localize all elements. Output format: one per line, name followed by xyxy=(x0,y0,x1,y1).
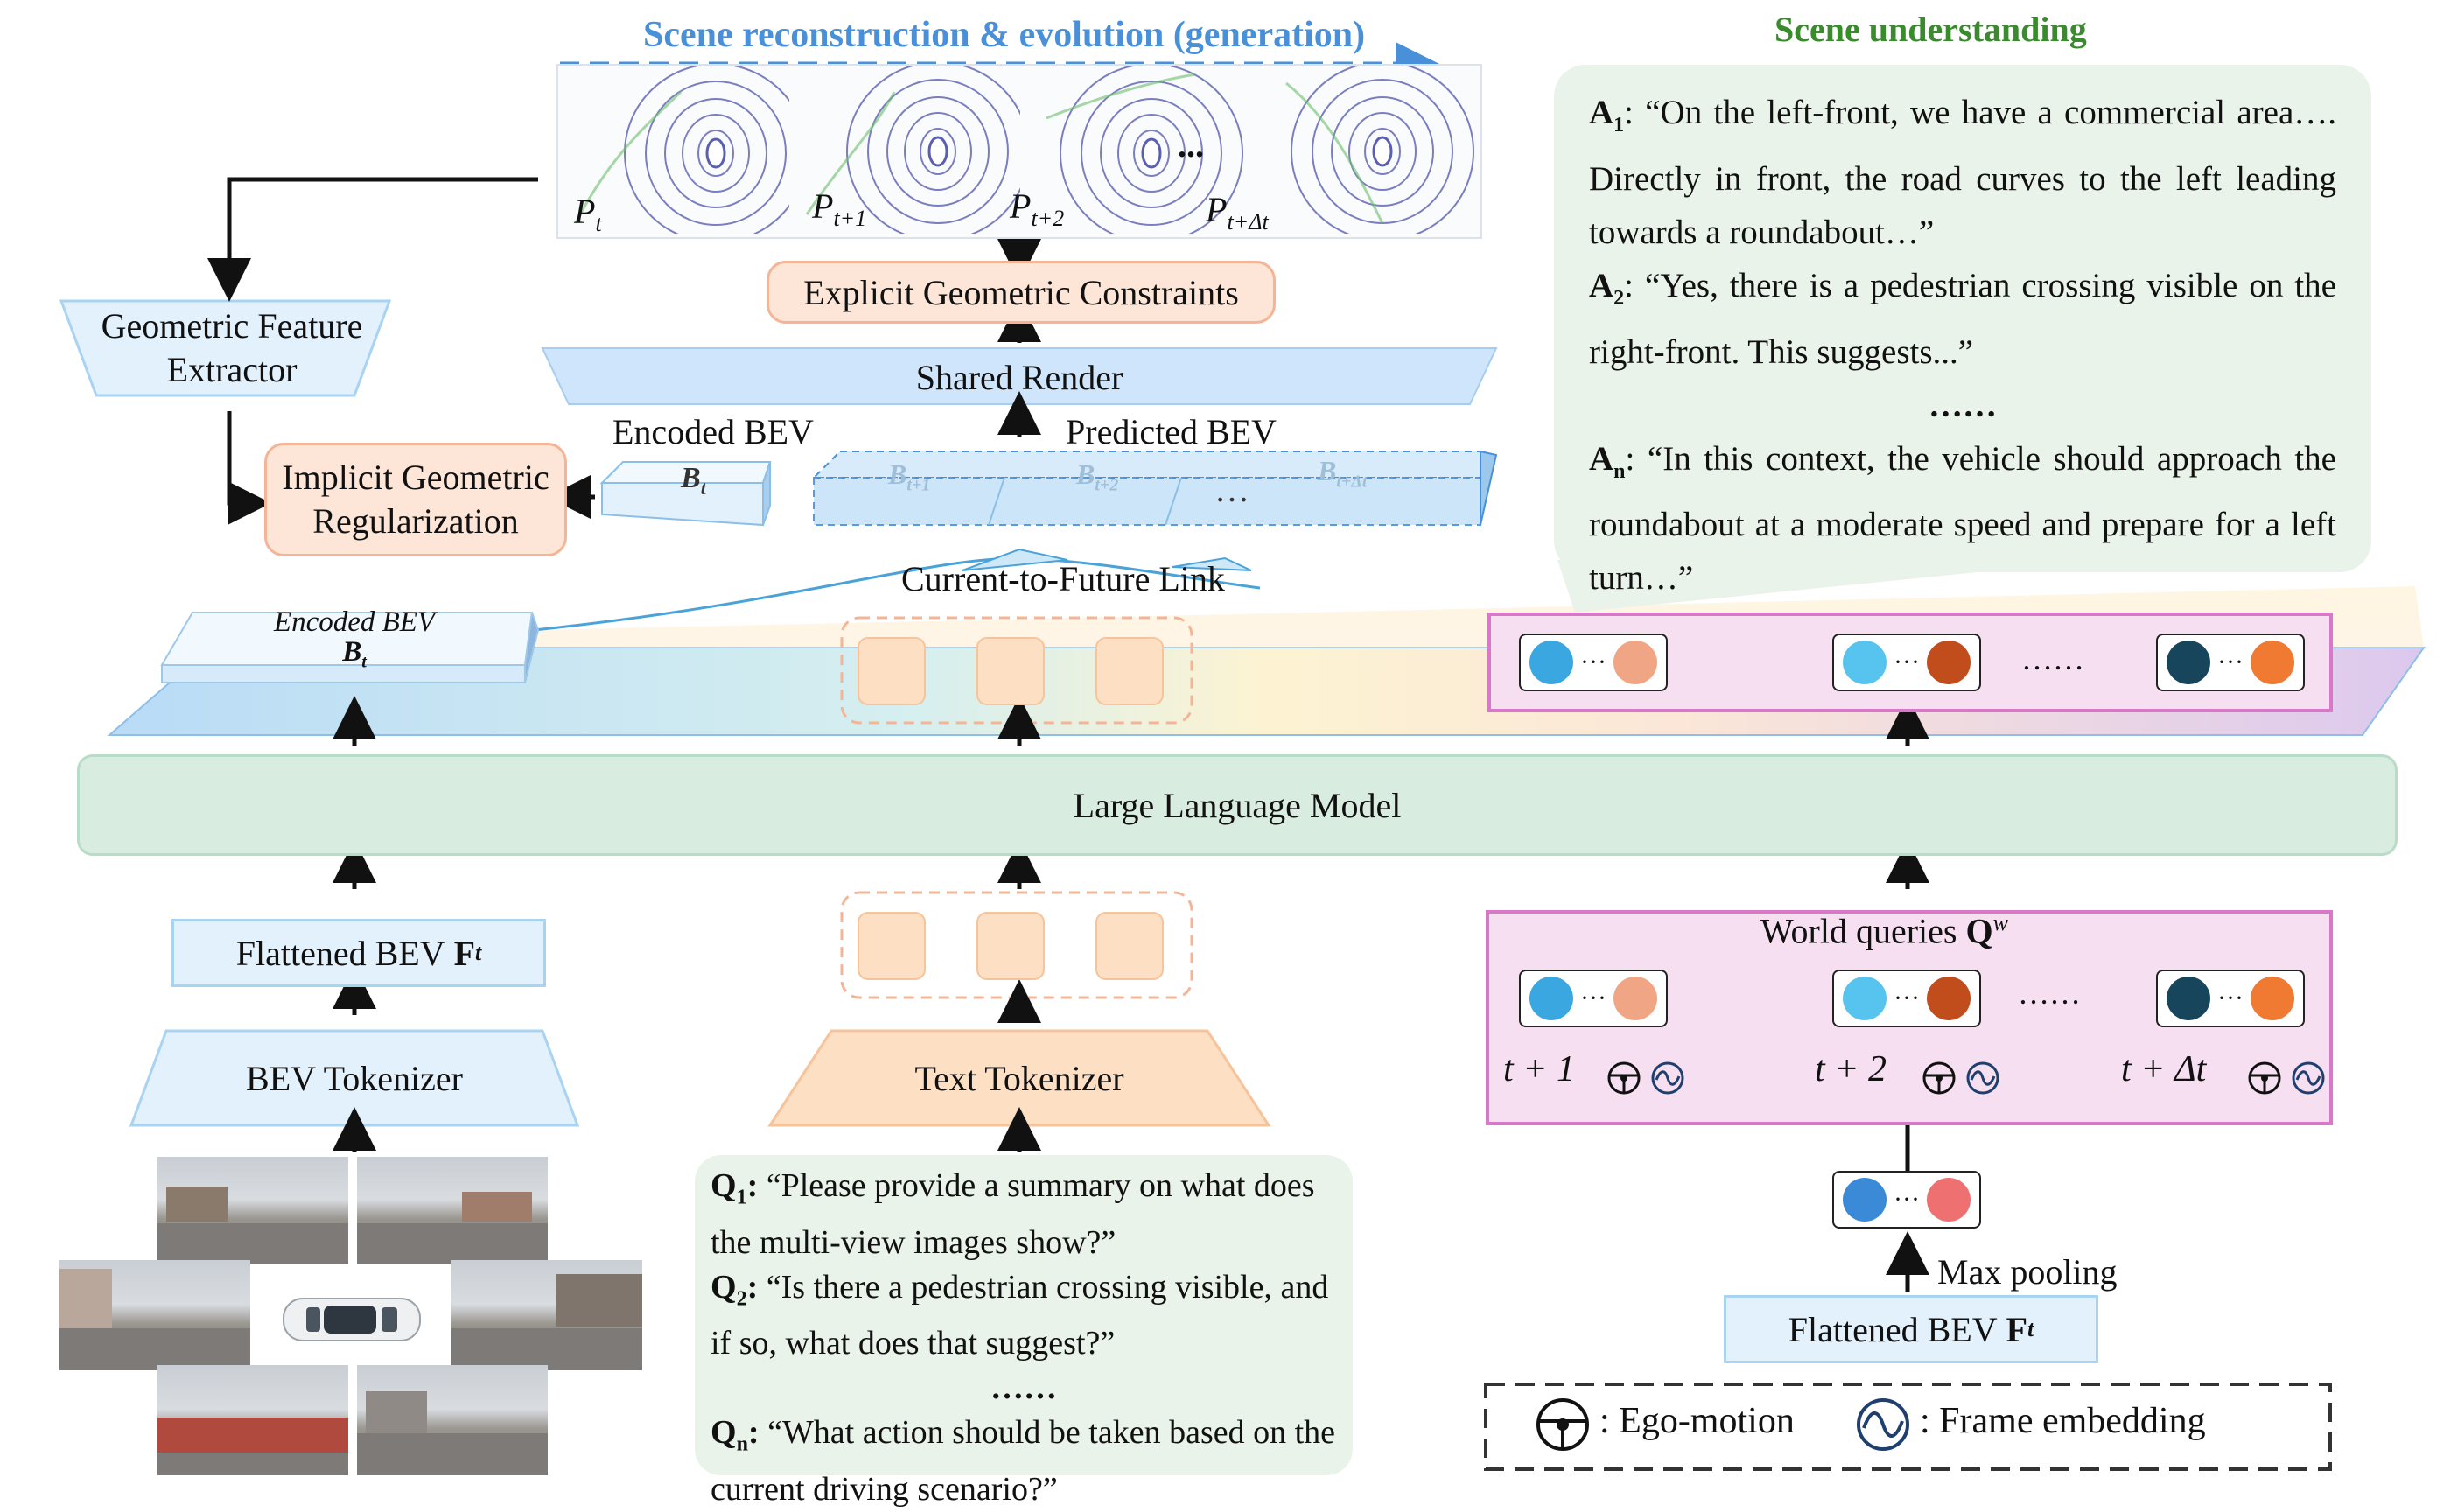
output-token-2 xyxy=(976,637,1045,705)
lidar-frame-3 xyxy=(1251,66,1480,234)
link-curve xyxy=(533,556,1261,632)
encoded-bev-symbol: Bt xyxy=(681,462,706,499)
text-tokenizer-label: Text Tokenizer xyxy=(914,1058,1124,1098)
wave-icon xyxy=(2292,1061,2325,1095)
understanding-title: Scene understanding xyxy=(1774,10,2087,49)
geo-extractor-shape xyxy=(59,299,392,397)
frame-label-1: Pt+1 xyxy=(812,186,867,231)
frame-embedding-icon xyxy=(1857,1398,1909,1451)
predicted-bev-token-0: Bt+1 xyxy=(888,458,931,495)
large-language-model: Large Language Model xyxy=(77,754,2398,856)
world-query-ellipsis: …… xyxy=(2018,976,2081,1011)
ego-vehicle-image xyxy=(252,1264,452,1368)
qa-pointer xyxy=(1558,560,2100,612)
world-queries-title: World queries Qw xyxy=(1760,910,2008,951)
lidar-frame-0 xyxy=(558,66,791,234)
output-query-2: ··· xyxy=(1832,634,1981,691)
camera-front xyxy=(357,1157,548,1264)
current-future-link-label: Current-to-Future Link xyxy=(901,559,1225,598)
input-token-2 xyxy=(976,912,1045,980)
text-tokenizer-shape xyxy=(767,1029,1271,1127)
encoded-bev-plane-label: Encoded BEV Bt xyxy=(273,606,436,672)
shared-render-shape xyxy=(541,347,1498,405)
world-query-3: ··· xyxy=(2156,970,2305,1027)
wave-icon xyxy=(1966,1061,1999,1095)
frame-ellipsis: ... xyxy=(1178,125,1204,164)
lidar-frame-strip xyxy=(556,64,1482,239)
input-token-1 xyxy=(858,912,926,980)
steering-wheel-icon xyxy=(2248,1061,2281,1095)
camera-back-left xyxy=(158,1365,348,1475)
questions-ellipsis: …… xyxy=(990,1369,1057,1407)
camera-left xyxy=(60,1260,250,1370)
answer-2: A2: “Yes, there is a pedestrian crossing… xyxy=(1589,266,2336,371)
question-n: Qn: “What action should be taken based o… xyxy=(710,1414,1336,1508)
output-token-1 xyxy=(858,637,926,705)
bev-tokenizer-shape xyxy=(129,1029,580,1127)
link-tip-2 xyxy=(1172,556,1252,571)
predicted-bev-token-2: Bt+Δt xyxy=(1318,455,1368,492)
question-2: Q2: “Is there a pedestrian crossing visi… xyxy=(710,1268,1329,1362)
frame-label-0: Pt xyxy=(574,192,602,236)
camera-back-right xyxy=(357,1365,548,1475)
steering-wheel-icon xyxy=(1922,1061,1956,1095)
steering-wheel-icon xyxy=(1607,1061,1641,1095)
explicit-constraints-box: Explicit Geometric Constraints xyxy=(766,261,1276,324)
lidar-frame-2 xyxy=(1020,66,1253,234)
question-1: Q1: “Please provide a summary on what do… xyxy=(710,1167,1315,1261)
input-token-3 xyxy=(1096,912,1164,980)
questions-panel: Q1: “Please provide a summary on what do… xyxy=(695,1155,1353,1508)
answers-panel: A1: “On the left-front, we have a commer… xyxy=(1554,65,2371,597)
camera-front-left xyxy=(158,1157,348,1264)
ego-motion-icon xyxy=(1536,1398,1589,1451)
wave-icon xyxy=(1651,1061,1684,1095)
link-tip xyxy=(962,548,1068,571)
camera-right xyxy=(452,1260,642,1370)
answer-n: An: “In this context, the vehicle should… xyxy=(1589,439,2336,598)
max-pooling-label: Max pooling xyxy=(1937,1252,2118,1292)
output-query-ellipsis: …… xyxy=(2021,641,2084,676)
predicted-bev-token-1: Bt+2 xyxy=(1076,458,1119,495)
time-label-1: t + 1 xyxy=(1503,1049,1576,1089)
legend-ego-motion: : Ego-motion xyxy=(1600,1401,1795,1441)
legend-frame-embedding: : Frame embedding xyxy=(1920,1401,2206,1441)
predicted-bev-ellipsis: … xyxy=(1214,470,1250,509)
world-query-1: ··· xyxy=(1519,970,1668,1027)
output-token-3 xyxy=(1096,637,1164,705)
pooled-query: ··· xyxy=(1832,1171,1981,1228)
predicted-bev-title: Predicted BEV xyxy=(1066,412,1278,452)
bev-tokenizer-label: BEV Tokenizer xyxy=(246,1058,463,1098)
time-label-3: t + Δt xyxy=(2121,1049,2207,1089)
answers-ellipsis: …… xyxy=(1928,386,1997,424)
world-query-2: ··· xyxy=(1832,970,1981,1027)
encoded-bev-title: Encoded BEV xyxy=(612,412,814,452)
frame-label-2: Pt+2 xyxy=(1010,186,1065,231)
answer-1: A1: “On the left-front, we have a commer… xyxy=(1589,94,2337,251)
shared-render-label: Shared Render xyxy=(915,357,1124,397)
output-query-1: ··· xyxy=(1519,634,1668,691)
generation-title: Scene reconstruction & evolution (genera… xyxy=(643,15,1366,55)
frame-label-3: Pt+Δt xyxy=(1206,190,1269,234)
time-label-2: t + 2 xyxy=(1815,1049,1887,1089)
output-query-3: ··· xyxy=(2156,634,2305,691)
